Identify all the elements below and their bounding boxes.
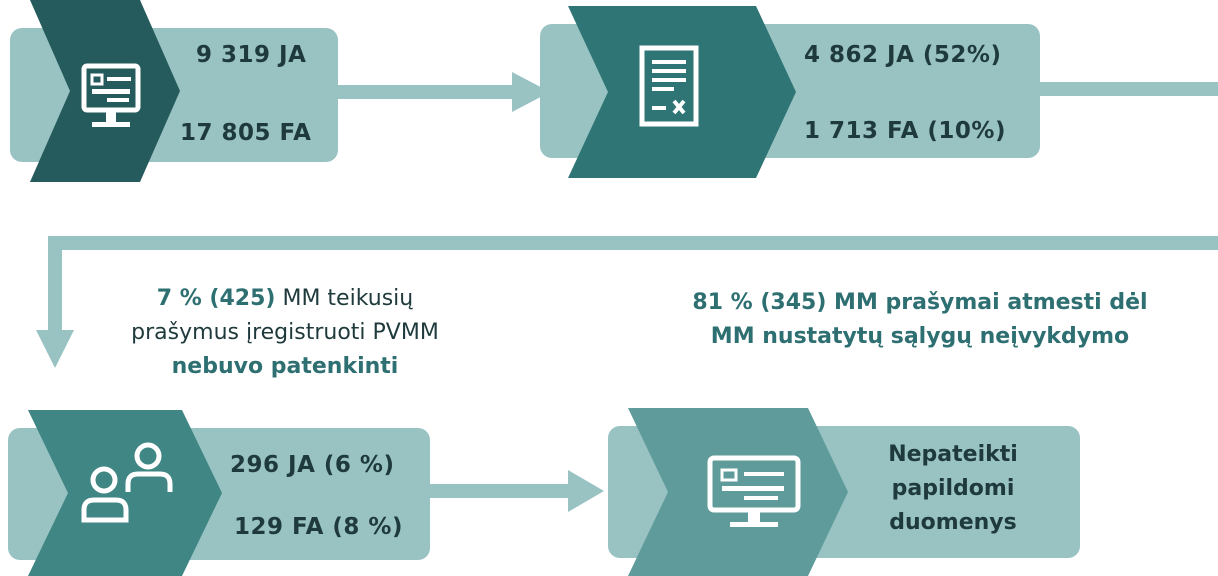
people-icon	[78, 442, 178, 532]
note1-line1-rest: MM teikusių	[275, 286, 414, 311]
note-rejected: 81 % (345) MM prašymai atmesti dėl MM nu…	[640, 286, 1200, 354]
box1-stat-fa: 17 805 FA	[180, 120, 312, 146]
box2-stat-ja: 4 862 JA (52%)	[804, 42, 1002, 68]
box1-stat-ja: 9 319 JA	[196, 42, 307, 68]
arrow-box3-to-box4	[420, 470, 604, 512]
monitor-id-icon	[78, 62, 144, 144]
arrow-box1-to-box2	[330, 72, 550, 112]
box4-label: Nepateikti papildomi duomenys	[858, 438, 1048, 540]
return-line	[48, 236, 1218, 250]
note-unsatisfied: 7 % (425) MM teikusių prašymus įregistru…	[70, 282, 500, 384]
box4-chevron	[628, 408, 848, 576]
box3-chevron	[28, 410, 222, 576]
box2-stat-fa: 1 713 FA (10%)	[804, 118, 1006, 144]
document-x-icon	[638, 44, 700, 134]
box2-chevron	[568, 6, 796, 178]
box4-line3: duomenys	[889, 510, 1017, 535]
note1-line3: nebuvo patenkinti	[171, 354, 399, 379]
box3-stat-fa: 129 FA (8 %)	[234, 514, 403, 540]
box4-line1: Nepateikti	[888, 442, 1018, 467]
note1-line2: prašymus įregistruoti PVMM	[131, 320, 439, 345]
note2-line1: 81 % (345) MM prašymai atmesti dėl	[692, 290, 1148, 315]
note2-line2: MM nustatytų sąlygų neįvykdymo	[710, 324, 1130, 349]
monitor-id-icon	[704, 454, 804, 544]
line-box2-right	[1030, 82, 1218, 96]
note1-highlight: 7 % (425)	[156, 286, 276, 311]
box3-stat-ja: 296 JA (6 %)	[230, 452, 395, 478]
arrow-down	[36, 236, 74, 368]
box4-line2: papildomi	[891, 476, 1015, 501]
